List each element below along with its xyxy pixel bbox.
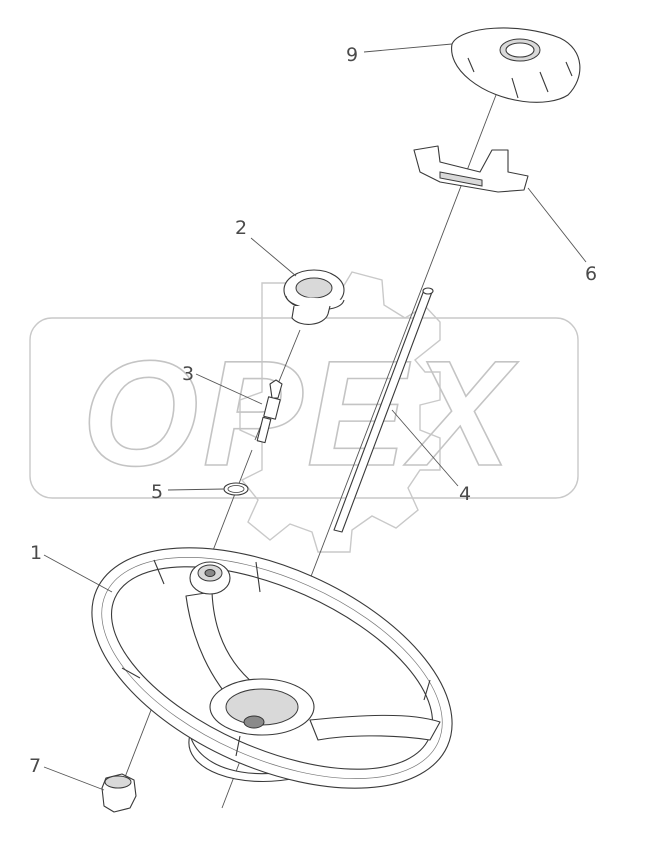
callout-2: 2 (235, 217, 247, 239)
leader-lines (43, 43, 587, 791)
callout-1: 1 (30, 542, 42, 564)
callout-3: 3 (182, 363, 194, 385)
part-7-nut (101, 773, 137, 813)
part-6-bracket (413, 145, 529, 193)
part-2-boot (283, 269, 345, 325)
part-4-rod (333, 287, 434, 533)
part-1-steering-wheel (91, 547, 453, 789)
watermark-text: OPEX (82, 329, 519, 497)
callout-7: 7 (29, 755, 41, 777)
part-9-cap (451, 27, 581, 103)
callout-6: 6 (585, 263, 597, 285)
part-3-pin (256, 379, 283, 444)
callout-9: 9 (346, 44, 358, 66)
part-5-ring (223, 482, 249, 496)
callout-4: 4 (459, 483, 471, 505)
callouts: 9 2 6 3 4 5 1 7 (29, 44, 597, 777)
callout-5: 5 (151, 481, 163, 503)
